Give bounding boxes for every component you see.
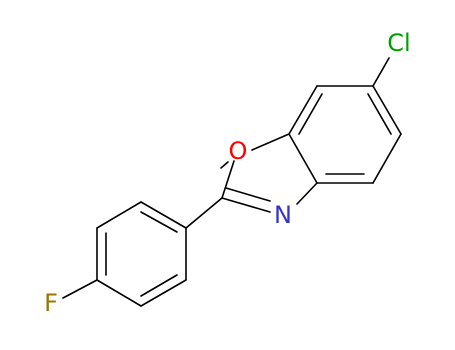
bond-o-c2 <box>220 161 229 169</box>
bond-c2-n <box>221 197 271 213</box>
atom-labels: Cl O N F <box>44 29 411 317</box>
bond-n-c3a <box>296 182 318 205</box>
bond-c6-c7 <box>372 85 402 135</box>
bond-c-f <box>62 279 98 299</box>
bond-c2-n-inner <box>225 187 271 202</box>
nitrogen-atom-label: N <box>274 201 292 229</box>
bond-c7a-o <box>251 133 290 151</box>
bond-c7-cl <box>372 57 390 87</box>
bond-c2-ring <box>185 197 223 229</box>
bond-ring-a <box>140 201 187 229</box>
bond-c5-c6 <box>372 133 402 184</box>
bond-o-c2-upper <box>221 160 235 199</box>
bond-ring-e <box>140 279 187 307</box>
bond-ring-a-inner <box>140 211 178 233</box>
bonds <box>62 57 402 307</box>
bond-ring-d <box>96 279 142 307</box>
bond-c7a-c3a <box>288 85 318 135</box>
chlorine-atom-label: Cl <box>387 29 410 57</box>
fluorine-atom-label: F <box>44 289 58 317</box>
oxygen-atom-label: O <box>229 137 248 165</box>
bond-c3a-c4 <box>288 133 318 184</box>
bond-c6-c7-inner <box>367 93 392 135</box>
bond-c7a-c3a-inner <box>298 93 323 135</box>
bond-ring-b <box>96 201 142 229</box>
bond-ring-e-inner <box>140 274 178 297</box>
